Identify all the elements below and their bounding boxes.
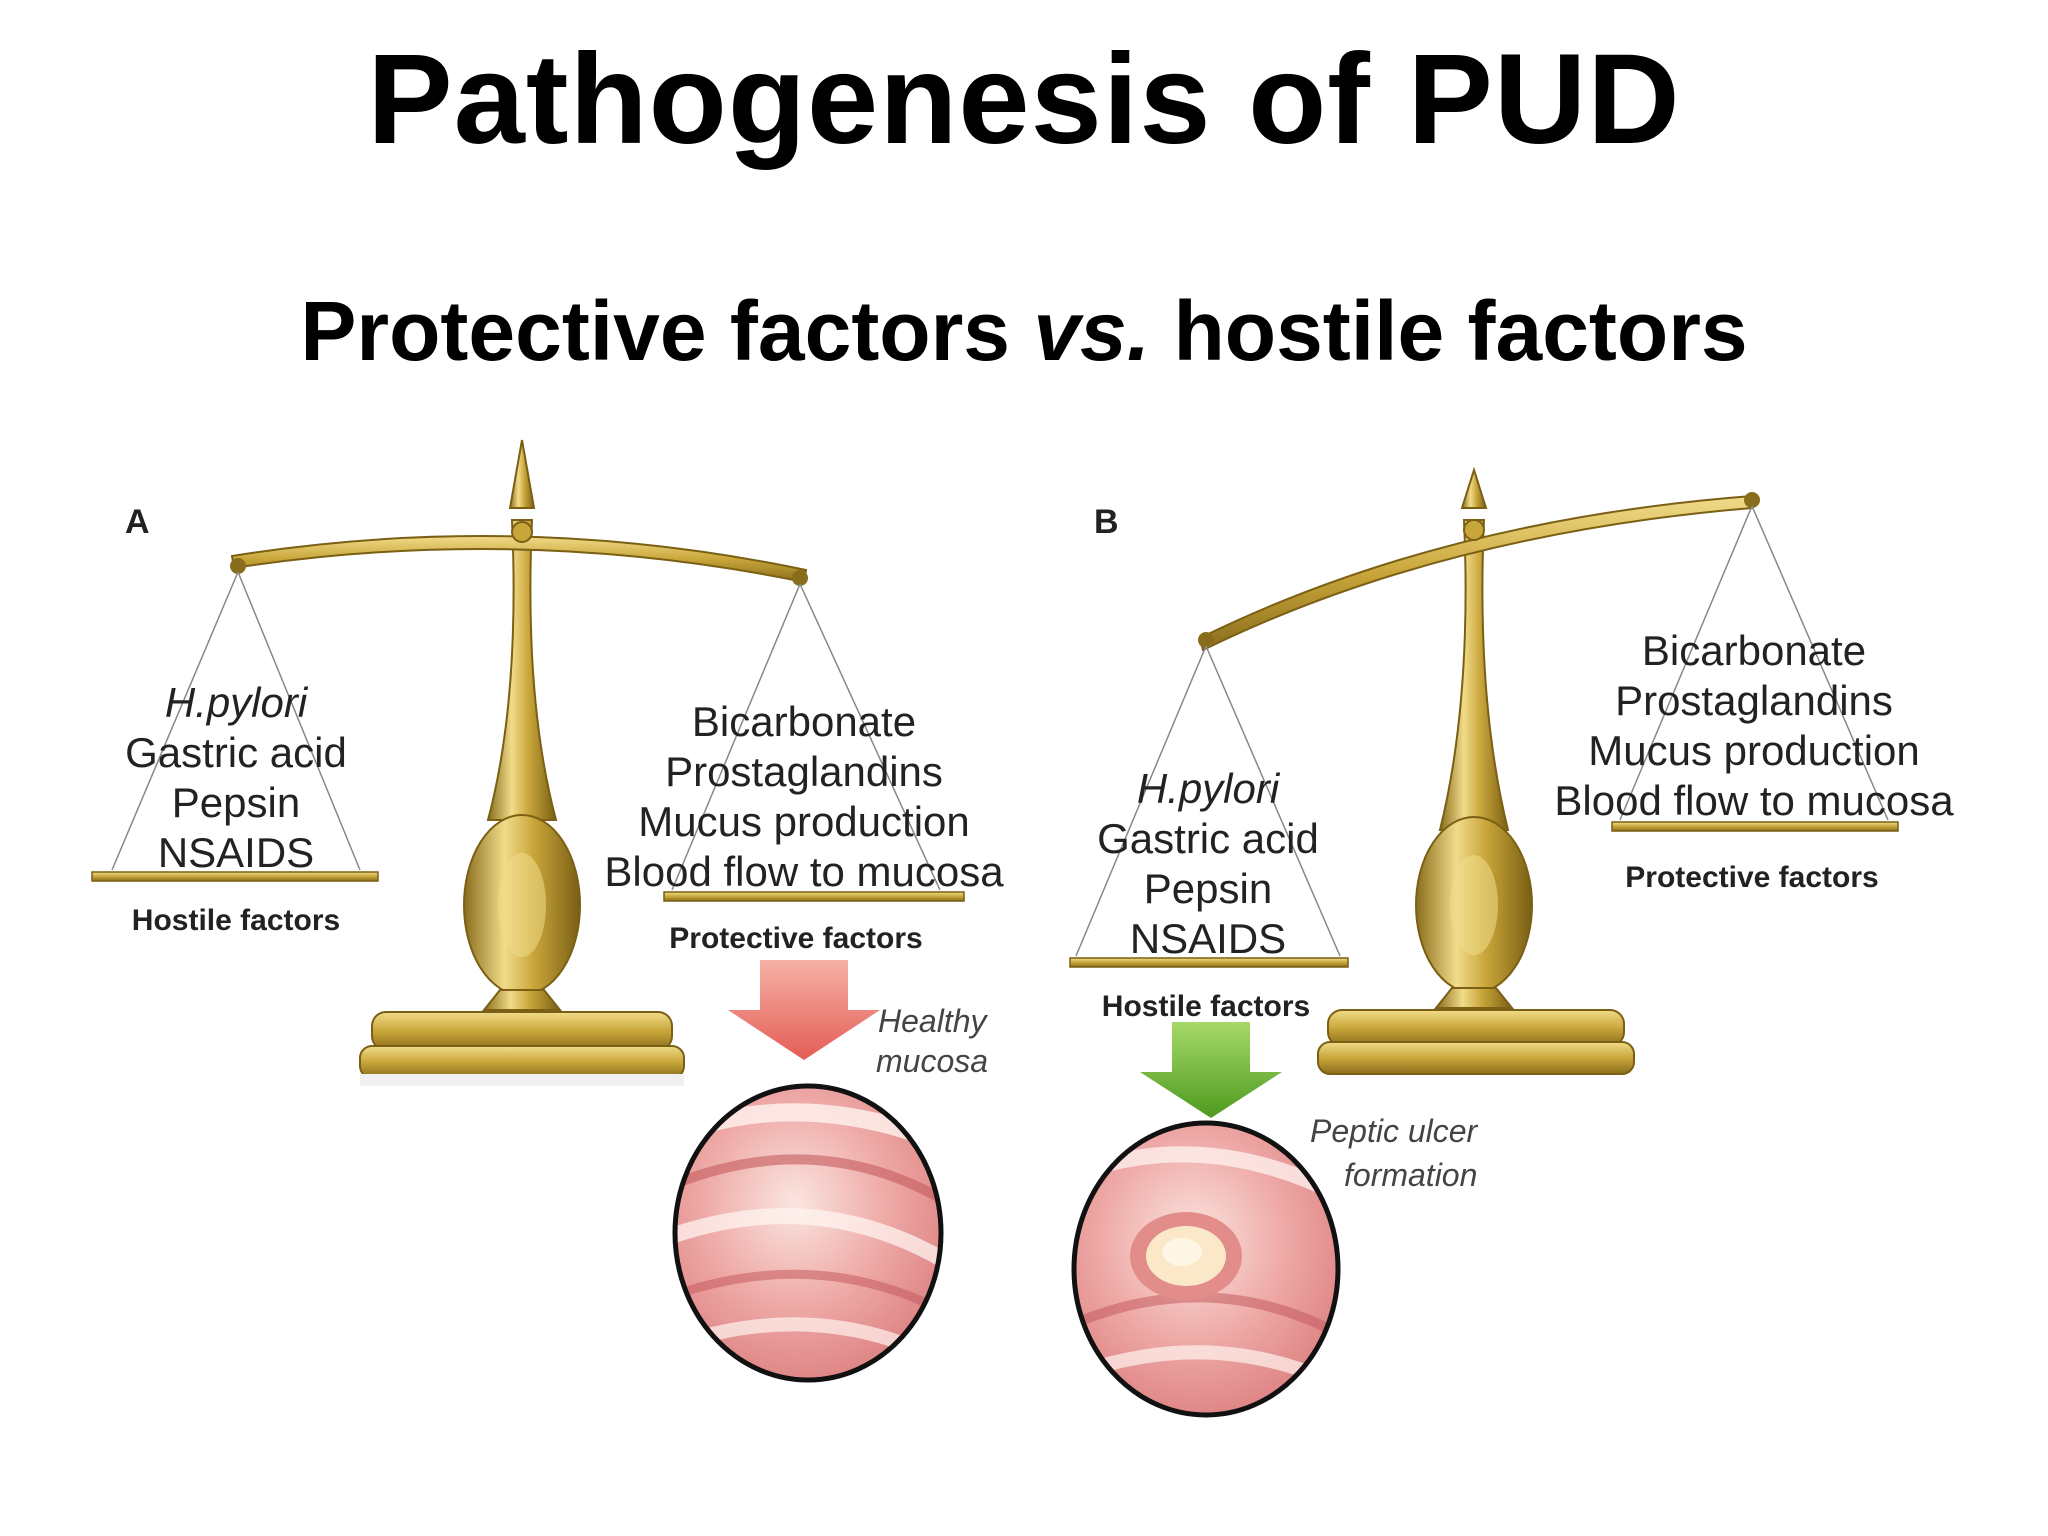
panel-a-arrow <box>728 960 880 1060</box>
panel-a-letter: A <box>125 503 150 541</box>
panel-a-hostile-caption: Hostile factors <box>132 904 340 937</box>
panel-a-mucosa-image <box>672 1083 944 1383</box>
subtitle-protective: Protective factors <box>300 284 1034 378</box>
panel-b-outcome-line2: formation <box>1344 1157 1477 1193</box>
panel-a-protective-item: Bicarbonate <box>692 698 916 745</box>
panel-b-scale-stand <box>1317 466 1635 1075</box>
panel-a-hostile-item: NSAIDS <box>158 829 314 876</box>
panel-a-outcome-line1: Healthy <box>878 1003 989 1039</box>
page-title: Pathogenesis of PUD <box>367 28 1681 171</box>
panel-b-ulcer-image <box>1071 1120 1341 1418</box>
panel-a-strings <box>111 571 941 891</box>
panel-b-hostile-caption: Hostile factors <box>1102 990 1310 1023</box>
panel-b-hostile-item: NSAIDS <box>1130 915 1286 962</box>
panel-a-left-pan <box>91 871 379 882</box>
panel-b-protective-item: Prostaglandins <box>1615 677 1893 724</box>
panel-b-protective-item: Mucus production <box>1588 727 1920 774</box>
panel-a-hostile-item: Pepsin <box>172 779 300 826</box>
panel-a: A H.pylori Gastric acid Pep <box>91 439 1004 1383</box>
panel-b: B H.pylori Gastric acid Pepsin <box>1069 466 1954 1418</box>
panel-a-hostile-item: H.pylori <box>165 679 309 726</box>
panel-b-protective-caption: Protective factors <box>1625 861 1878 894</box>
ulcer-crater <box>1130 1212 1242 1300</box>
panel-b-right-pan <box>1611 821 1899 832</box>
panel-b-outcome-line1: Peptic ulcer <box>1310 1113 1479 1149</box>
panel-b-hostile-item: Gastric acid <box>1097 815 1319 862</box>
panel-b-protective-item: Bicarbonate <box>1642 627 1866 674</box>
panel-a-protective-caption: Protective factors <box>669 922 922 955</box>
panel-b-strings <box>1075 505 1889 957</box>
page-subtitle: Protective factors vs. hostile factors <box>0 285 2048 377</box>
panel-a-scale-stand <box>359 439 685 1086</box>
panel-a-protective-item: Mucus production <box>638 798 970 845</box>
panel-a-hostile-item: Gastric acid <box>125 729 347 776</box>
panel-a-right-pan <box>663 891 965 902</box>
panel-a-outcome-line2: mucosa <box>876 1043 988 1079</box>
panel-a-protective-item: Prostaglandins <box>665 748 943 795</box>
subtitle-hostile: hostile factors <box>1150 284 1748 378</box>
panel-b-letter: B <box>1094 503 1119 541</box>
panel-b-arrow <box>1140 1022 1282 1118</box>
panel-b-hostile-item: H.pylori <box>1137 765 1281 812</box>
panel-b-hostile-item: Pepsin <box>1144 865 1272 912</box>
panel-a-protective-item: Blood flow to mucosa <box>604 848 1004 895</box>
panel-b-left-pan <box>1069 957 1349 968</box>
panel-b-protective-item: Blood flow to mucosa <box>1554 777 1954 824</box>
subtitle-vs: vs. <box>1033 284 1151 378</box>
